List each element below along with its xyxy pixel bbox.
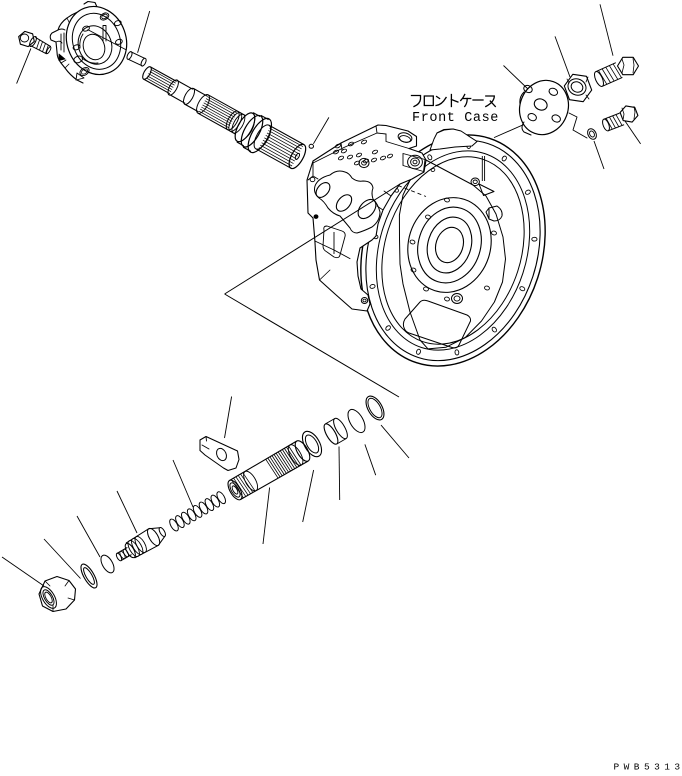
svg-text:Front Case: Front Case — [412, 111, 499, 126]
svg-text:PWB5313: PWB5313 — [614, 762, 682, 772]
